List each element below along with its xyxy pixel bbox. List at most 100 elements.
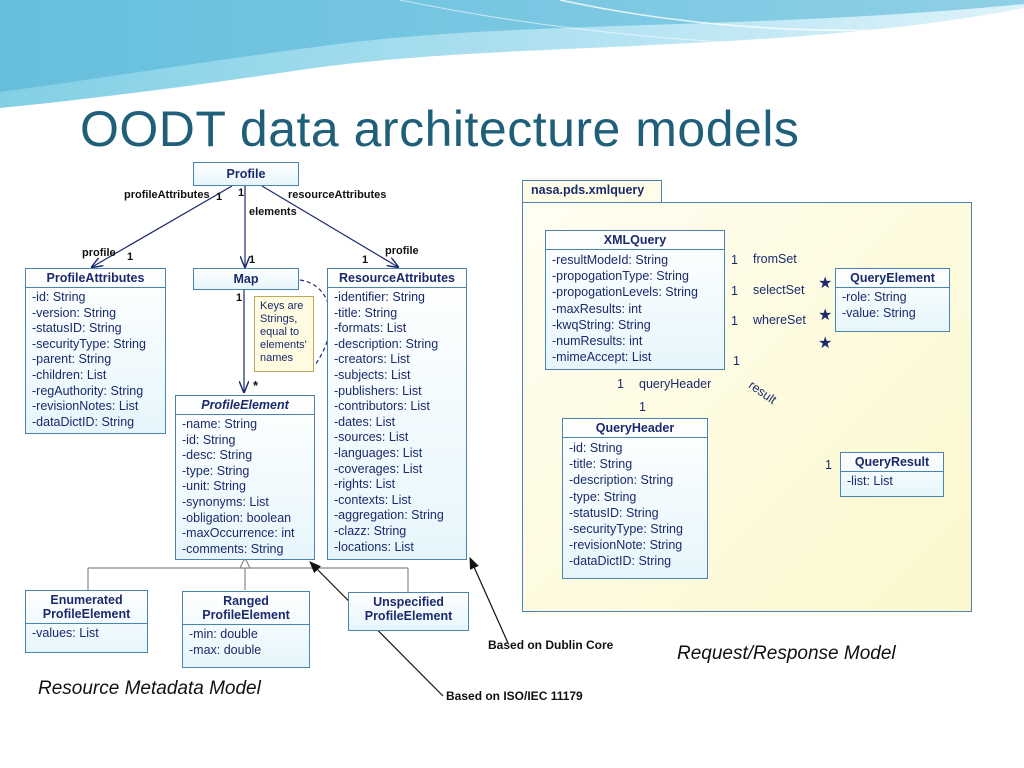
attribute: -rights: List <box>334 477 396 492</box>
attribute: -children: List <box>32 367 107 382</box>
multiplicity-label: * <box>253 378 259 393</box>
package-tab: nasa.pds.xmlquery <box>522 180 662 203</box>
attribute: -dates: List <box>334 414 396 429</box>
attribute: -languages: List <box>334 445 423 460</box>
attribute: -subjects: List <box>334 367 411 382</box>
class-name-line: Ranged <box>223 594 269 608</box>
map-class: Map <box>193 268 299 290</box>
attribute: -numResults: int <box>552 334 643 349</box>
attribute: -list: List <box>847 474 893 488</box>
attribute: -title: String <box>569 457 633 472</box>
multiplicity-label: 1 <box>825 458 832 472</box>
query-element-class: QueryElement -role: String -value: Strin… <box>835 268 950 332</box>
multiplicity-label: 1 <box>731 284 738 298</box>
attribute: -statusID: String <box>569 505 659 520</box>
attribute: -securityType: String <box>569 522 683 537</box>
attribute: -dataDictID: String <box>32 414 135 429</box>
attribute: -desc: String <box>182 448 253 463</box>
class-name-line: ProfileElement <box>364 609 453 623</box>
multiplicity-label: 1 <box>617 377 624 391</box>
class-name: ResourceAttributes <box>328 269 466 288</box>
attribute: -unit: String <box>182 479 246 494</box>
multiplicity-label: 1 <box>236 292 243 304</box>
multiplicity-label: 1 <box>639 400 646 414</box>
attribute: -maxOccurrence: int <box>182 526 295 541</box>
role-label: selectSet <box>753 283 805 297</box>
attribute: -value: String <box>842 305 916 320</box>
class-name: Enumerated ProfileElement <box>26 591 147 624</box>
attribute: -comments: String <box>182 541 284 556</box>
query-result-class: QueryResult -list: List <box>840 452 944 497</box>
class-name-line: ProfileElement <box>202 608 290 622</box>
class-name: Unspecified ProfileElement <box>349 593 468 625</box>
resource-model-caption: Resource Metadata Model <box>38 678 261 699</box>
class-name: QueryHeader <box>563 419 707 438</box>
attribute: -max: double <box>189 642 262 657</box>
class-name: QueryElement <box>836 269 949 288</box>
many-star-icon: ★ <box>818 275 833 292</box>
attribute: -publishers: List <box>334 383 422 398</box>
attribute: -securityType: String <box>32 336 146 351</box>
attribute: -formats: List <box>334 321 407 336</box>
profile-class: Profile <box>193 162 299 186</box>
attribute: -creators: List <box>334 352 410 367</box>
class-name-line: Unspecified <box>373 595 444 609</box>
multiplicity-label: 1 <box>127 251 134 263</box>
multiplicity-label: 1 <box>216 191 223 203</box>
role-label: elements <box>249 206 297 218</box>
role-label: profile <box>82 247 116 259</box>
attribute: -identifier: String <box>334 290 426 304</box>
map-class-name: Map <box>233 272 259 286</box>
role-label: whereSet <box>753 313 806 327</box>
profile-class-name: Profile <box>226 167 266 181</box>
package-name: nasa.pds.xmlquery <box>531 183 645 197</box>
resource-attributes-class: ResourceAttributes -identifier: String -… <box>327 268 467 560</box>
attribute: -aggregation: String <box>334 508 444 523</box>
attribute: -contexts: List <box>334 492 412 507</box>
role-label: fromSet <box>753 252 797 266</box>
class-name: ProfileAttributes <box>26 269 165 288</box>
class-name: Ranged ProfileElement <box>183 592 309 625</box>
attribute: -dataDictID: String <box>569 554 672 569</box>
multiplicity-label: 1 <box>731 253 738 267</box>
attribute: -min: double <box>189 627 258 641</box>
xmlquery-class: XMLQuery -resultModeId: String -propogat… <box>545 230 725 370</box>
enumerated-profile-element-class: Enumerated ProfileElement -values: List <box>25 590 148 653</box>
class-name-line: ProfileElement <box>42 607 131 621</box>
attribute: -locations: List <box>334 539 414 554</box>
attribute: -propogationType: String <box>552 269 689 284</box>
attribute: -id: String <box>182 432 236 447</box>
keys-note: Keys are Strings, equal to elements' nam… <box>254 296 314 372</box>
dublin-core-annotation: Based on Dublin Core <box>488 638 614 652</box>
many-star-icon: ★ <box>818 335 833 352</box>
attribute: -description: String <box>334 336 439 351</box>
attribute: -contributors: List <box>334 399 430 414</box>
attribute: -id: String <box>32 290 86 304</box>
profile-element-class: ProfileElement -name: String -id: String… <box>175 395 315 560</box>
attribute: -regAuthority: String <box>32 383 144 398</box>
multiplicity-label: 1 <box>731 314 738 328</box>
attribute: -statusID: String <box>32 321 122 336</box>
attribute: -description: String <box>569 473 674 488</box>
attribute: -kwqString: String <box>552 317 651 332</box>
request-model-caption: Request/Response Model <box>677 643 896 664</box>
class-name-line: Enumerated <box>50 593 123 607</box>
unspecified-profile-element-class: Unspecified ProfileElement <box>348 592 469 631</box>
attribute: -revisionNote: String <box>569 538 683 553</box>
class-name: XMLQuery <box>546 231 724 250</box>
attribute: -sources: List <box>334 430 409 445</box>
class-name: ProfileElement <box>176 396 314 415</box>
query-header-class: QueryHeader -id: String -title: String -… <box>562 418 708 579</box>
attribute: -parent: String <box>32 352 112 367</box>
page-title: OODT data architecture models <box>80 101 800 157</box>
attribute: -propogationLevels: String <box>552 285 698 300</box>
many-star-icon: ★ <box>818 307 833 324</box>
attribute: -version: String <box>32 305 117 320</box>
role-label: resourceAttributes <box>288 189 387 201</box>
note-line: Keys are <box>260 300 304 312</box>
attribute: -role: String <box>842 290 907 304</box>
ranged-profile-element-class: Ranged ProfileElement -min: double -max:… <box>182 591 310 668</box>
role-label: profile <box>385 245 419 257</box>
attribute: -maxResults: int <box>552 301 642 316</box>
